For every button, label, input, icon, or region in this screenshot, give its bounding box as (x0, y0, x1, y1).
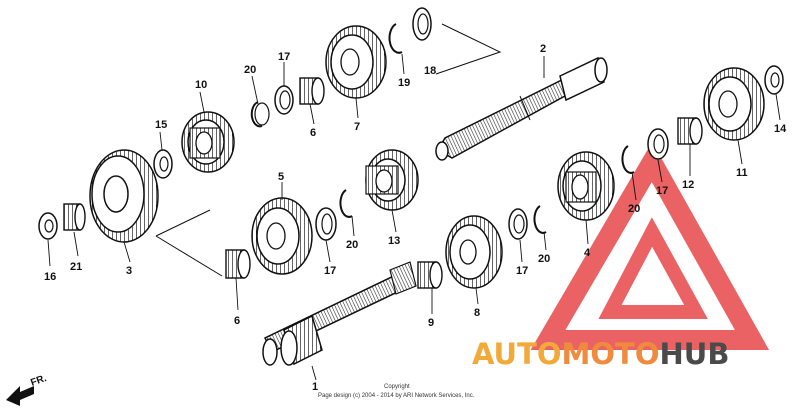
callout-20-right: 20 (628, 203, 640, 215)
circlip-19 (388, 23, 403, 54)
callout-20-top: 20 (244, 64, 256, 76)
washer-17-mid (315, 207, 337, 241)
callout-13: 13 (388, 235, 400, 247)
copyright-line1: Copyright (384, 384, 410, 390)
bushing-12 (677, 117, 703, 145)
circlip-20-right (621, 145, 635, 174)
front-direction-arrow: FR. (6, 373, 48, 406)
callout-2: 2 (540, 43, 546, 55)
callout-19: 19 (398, 77, 410, 89)
watermark-triangle (530, 141, 770, 350)
gear-10 (181, 111, 235, 173)
callout-10: 10 (195, 79, 207, 91)
callout-16: 16 (44, 271, 56, 283)
callout-1: 1 (312, 381, 318, 393)
washer-15 (153, 149, 173, 179)
callout-17-lower: 17 (516, 265, 528, 277)
washer-16 (38, 212, 58, 240)
washer-18 (412, 7, 432, 41)
callout-15: 15 (155, 119, 167, 131)
leader-lines (47, 53, 781, 381)
callout-12: 12 (682, 179, 694, 191)
callout-20-mid: 20 (346, 239, 358, 251)
circlip-20-mid (339, 189, 353, 218)
gear-3 (89, 149, 159, 243)
circlip-20-lower (533, 205, 547, 234)
callout-17-right: 17 (656, 185, 668, 197)
wordmark-moto: MOTO (562, 337, 660, 371)
bushing-9 (417, 261, 443, 289)
wordmark-auto: AUTO (472, 337, 562, 371)
callout-7: 7 (354, 121, 360, 133)
callout-20-lower: 20 (538, 253, 550, 265)
gear-7 (325, 25, 387, 99)
callout-9: 9 (428, 317, 434, 329)
callout-numbers: 10 15 20 17 6 7 19 18 2 5 3 16 21 6 17 2… (44, 43, 787, 393)
callout-21: 21 (70, 261, 82, 273)
front-direction-label: FR. (29, 373, 48, 389)
callout-8-bottom: 8 (474, 307, 480, 319)
circlip-20-top (250, 101, 270, 128)
bushing-6-top (299, 77, 325, 105)
watermark-wordmark: AUTOMOTOHUB (472, 337, 729, 371)
washer-17-top (274, 85, 294, 115)
gear-13 (365, 149, 419, 211)
svg-text:AUTOMOTOHUB: AUTOMOTOHUB (472, 337, 729, 371)
callout-5: 5 (278, 171, 284, 183)
needle-bearing-21 (63, 203, 86, 231)
callout-17-top: 17 (278, 51, 290, 63)
callout-bracket-18-19 (435, 23, 502, 75)
callout-18: 18 (424, 65, 436, 77)
callout-3: 3 (126, 265, 132, 277)
callout-bracket-3 (155, 209, 211, 237)
gear-11 (703, 67, 765, 141)
copyright-notice: Copyright Page design (c) 2004 - 2014 by… (318, 384, 475, 399)
callout-17-mid: 17 (324, 265, 336, 277)
callout-6-top: 6 (310, 127, 316, 139)
washer-17-right (647, 128, 669, 160)
wordmark-hub: HUB (660, 337, 730, 371)
countershaft-2 (435, 56, 608, 161)
washer-17-lower (508, 208, 528, 240)
bushing-6-bottom (225, 249, 251, 279)
gear-5 (251, 197, 313, 275)
gear-4 (557, 151, 615, 221)
callout-6-bottom: 6 (234, 315, 240, 327)
callout-11: 11 (736, 167, 748, 179)
callout-bracket-3b (155, 235, 223, 277)
mainshaft-1 (262, 261, 417, 366)
washer-14 (764, 65, 784, 95)
callout-4: 4 (584, 247, 591, 259)
copyright-line2: Page design (c) 2004 - 2014 by ARI Netwo… (318, 393, 475, 399)
callout-14: 14 (774, 123, 787, 135)
gear-8-bottom (445, 215, 503, 289)
